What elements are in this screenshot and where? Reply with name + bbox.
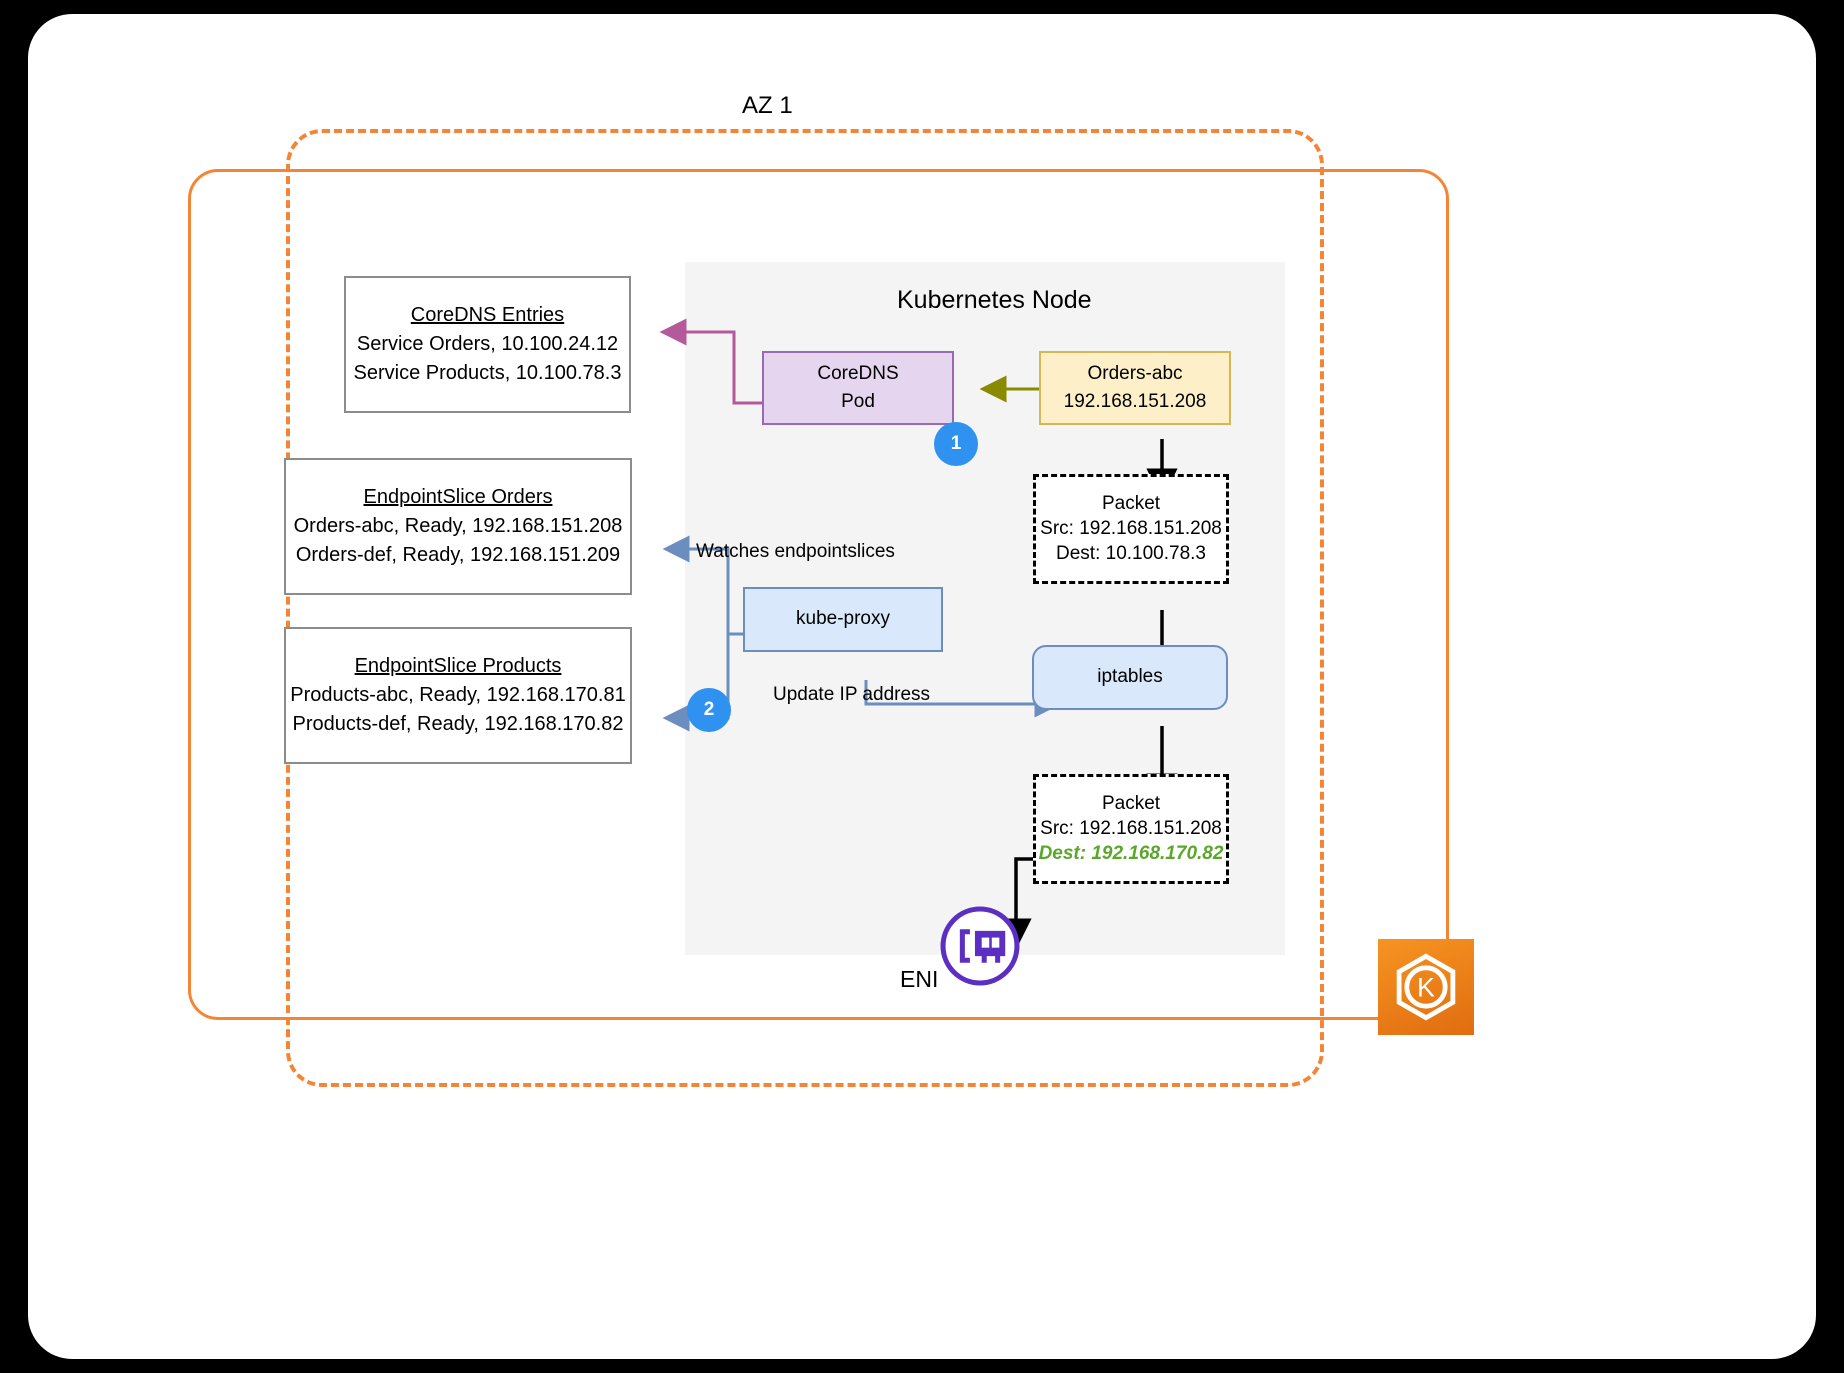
- orders-abc-pod-box[interactable]: Orders-abc 192.168.151.208: [1039, 351, 1231, 425]
- endpointslice-orders-title: EndpointSlice Orders: [363, 486, 553, 508]
- coredns-entries-title: CoreDNS Entries: [410, 304, 565, 326]
- endpointslice-orders-row: Orders-abc, Ready, 192.168.151.208: [293, 515, 623, 537]
- packet-before-dest: Dest: 10.100.78.3: [1056, 543, 1206, 564]
- coredns-entries-box: CoreDNS Entries Service Orders, 10.100.2…: [344, 276, 631, 413]
- endpointslice-products-title: EndpointSlice Products: [354, 655, 562, 677]
- kube-proxy-box[interactable]: kube-proxy: [743, 587, 943, 652]
- orders-pod-ip: 192.168.151.208: [1063, 391, 1207, 412]
- coredns-entries-row: Service Products, 10.100.78.3: [353, 362, 622, 384]
- iptables-box[interactable]: iptables: [1032, 645, 1228, 710]
- step-badge-1: 1: [934, 422, 978, 466]
- logo-letter: K: [1417, 973, 1435, 1003]
- eks-kubernetes-logo: K: [1378, 939, 1474, 1035]
- watches-endpointslices-label: Watches endpointslices: [696, 541, 895, 562]
- kube-proxy-label: kube-proxy: [796, 608, 890, 630]
- packet-before-title: Packet: [1101, 493, 1161, 514]
- packet-after-dest: Dest: 192.168.170.82: [1038, 843, 1224, 864]
- endpointslice-products-box: EndpointSlice Products Products-abc, Rea…: [284, 627, 632, 764]
- iptables-label: iptables: [1097, 666, 1163, 688]
- az-title: AZ 1: [742, 92, 793, 119]
- packet-before-dnat: Packet Src: 192.168.151.208 Dest: 10.100…: [1033, 474, 1229, 584]
- availability-zone-boundary: [286, 129, 1324, 1087]
- eni-network-interface-icon: [938, 904, 1022, 988]
- coredns-pod-line1: CoreDNS: [817, 362, 899, 384]
- endpointslice-products-row: Products-def, Ready, 192.168.170.82: [292, 713, 624, 735]
- step-badge-2: 2: [687, 688, 731, 732]
- kubernetes-node-title: Kubernetes Node: [897, 286, 1092, 314]
- coredns-pod-box[interactable]: CoreDNS Pod: [762, 351, 954, 425]
- update-ip-address-label: Update IP address: [773, 684, 931, 705]
- packet-after-src: Src: 192.168.151.208: [1040, 818, 1222, 839]
- packet-after-title: Packet: [1101, 793, 1161, 814]
- orders-pod-name: Orders-abc: [1087, 362, 1183, 384]
- endpointslice-orders-row: Orders-def, Ready, 192.168.151.209: [295, 544, 621, 566]
- coredns-entries-row: Service Orders, 10.100.24.12: [356, 333, 619, 355]
- endpointslice-orders-box: EndpointSlice Orders Orders-abc, Ready, …: [284, 458, 632, 595]
- endpointslice-products-row: Products-abc, Ready, 192.168.170.81: [290, 684, 626, 706]
- packet-after-dnat: Packet Src: 192.168.151.208 Dest: 192.16…: [1033, 774, 1229, 884]
- white-canvas: AZ 1 Kubernetes Node: [28, 14, 1816, 1359]
- packet-before-src: Src: 192.168.151.208: [1040, 518, 1222, 539]
- coredns-pod-line2: Pod: [841, 391, 875, 412]
- vpc-boundary: [188, 169, 1449, 1020]
- eni-label: ENI: [900, 966, 939, 992]
